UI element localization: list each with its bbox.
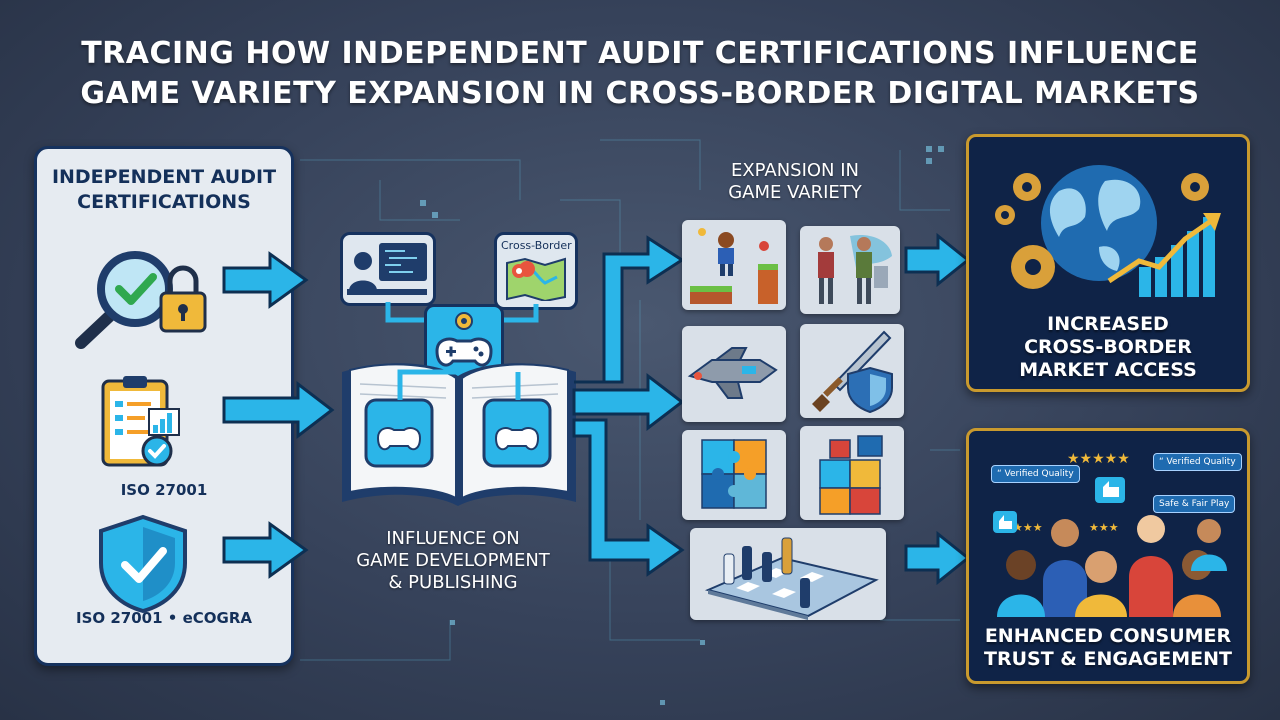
market-access-panel: INCREASED CROSS-BORDER MARKET ACCESS: [966, 134, 1250, 392]
svg-text:★★★: ★★★: [1089, 521, 1119, 534]
cross-border-card: Cross-Border: [494, 232, 578, 310]
puzzle-icon: [701, 439, 767, 509]
tile-puzzle-cube: [800, 426, 904, 520]
cross-border-label: Cross-Border: [501, 239, 572, 252]
heading-line-1: INDEPENDENT AUDIT: [51, 166, 277, 188]
sword-shield-icon: [812, 330, 893, 414]
tile-chess: [690, 528, 886, 620]
puzzle-cube-icon: [819, 435, 883, 515]
trust-line-2: TRUST & ENGAGEMENT: [984, 648, 1232, 670]
crowd-icon: ★★★★★★★★★★★: [993, 451, 1227, 617]
map-icon: [506, 257, 566, 301]
arrow-right-1: [222, 251, 309, 309]
cert-label-iso: ISO 27001: [120, 481, 208, 499]
arrow-right-2: [222, 380, 335, 440]
variety-label: EXPANSION IN GAME VARIETY: [700, 160, 890, 204]
verified-quality-bubble-1: “ Verified Quality: [991, 465, 1080, 483]
market-line-1: INCREASED: [1047, 313, 1169, 335]
certifications-heading: INDEPENDENT AUDIT CERTIFICATIONS: [37, 165, 291, 215]
consumer-trust-panel: “ Verified Quality “ Verified Quality Sa…: [966, 428, 1250, 684]
shield-check-icon: [99, 514, 187, 613]
title-line-2: GAME VARIETY EXPANSION IN CROSS-BORDER D…: [80, 76, 1200, 111]
consumer-trust-label: ENHANCED CONSUMER TRUST & ENGAGEMENT: [969, 625, 1247, 671]
connector-lines: [385, 302, 539, 323]
influence-line-2: GAME DEVELOPMENT: [356, 550, 550, 571]
market-line-2: CROSS-BORDER: [1024, 336, 1192, 358]
svg-text:★★★★★: ★★★★★: [1067, 451, 1130, 467]
safe-fair-play-bubble: Safe & Fair Play: [1153, 495, 1236, 513]
market-access-label: INCREASED CROSS-BORDER MARKET ACCESS: [969, 313, 1247, 382]
gamepad-icon: [435, 312, 493, 367]
influence-line-1: INFLUENCE ON: [386, 528, 520, 549]
diagram-title: TRACING HOW INDEPENDENT AUDIT CERTIFICAT…: [0, 34, 1280, 114]
market-line-3: MARKET ACCESS: [1019, 359, 1197, 381]
magnifier-lock-icon: [75, 251, 207, 349]
arrow-right-3: [222, 521, 309, 579]
tile-sword-shield: [800, 324, 904, 418]
tile-puzzle: [682, 430, 786, 520]
globe-growth-icon: [995, 165, 1221, 297]
arrow-to-market: [904, 232, 971, 288]
book-icon: [342, 363, 576, 506]
title-line-1: TRACING HOW INDEPENDENT AUDIT CERTIFICAT…: [81, 36, 1199, 71]
adventure-icon: [818, 234, 892, 304]
variety-line-2: GAME VARIETY: [728, 182, 862, 203]
developer-card: [340, 232, 436, 306]
influence-label: INFLUENCE ON GAME DEVELOPMENT & PUBLISHI…: [336, 528, 570, 594]
chess-board-icon: [704, 537, 879, 620]
tile-adventure: [800, 226, 900, 314]
tile-spaceship: [682, 326, 786, 422]
branch-arrows: [572, 235, 685, 577]
cert-label-iso-ecogra: ISO 27001 • eCOGRA: [76, 609, 252, 627]
trust-line-1: ENHANCED CONSUMER: [984, 625, 1232, 647]
developer-icon: [347, 243, 427, 295]
verified-quality-bubble-2: “ Verified Quality: [1153, 453, 1242, 471]
svg-text:★★★: ★★★: [1013, 521, 1043, 534]
influence-line-3: & PUBLISHING: [388, 572, 518, 593]
arrow-to-trust: [904, 530, 971, 586]
platformer-icon: [690, 228, 778, 304]
spaceship-icon: [687, 347, 778, 399]
heading-line-2: CERTIFICATIONS: [77, 191, 251, 213]
tile-platformer: [682, 220, 786, 310]
variety-line-1: EXPANSION IN: [730, 160, 860, 181]
clipboard-check-icon: [101, 376, 180, 467]
